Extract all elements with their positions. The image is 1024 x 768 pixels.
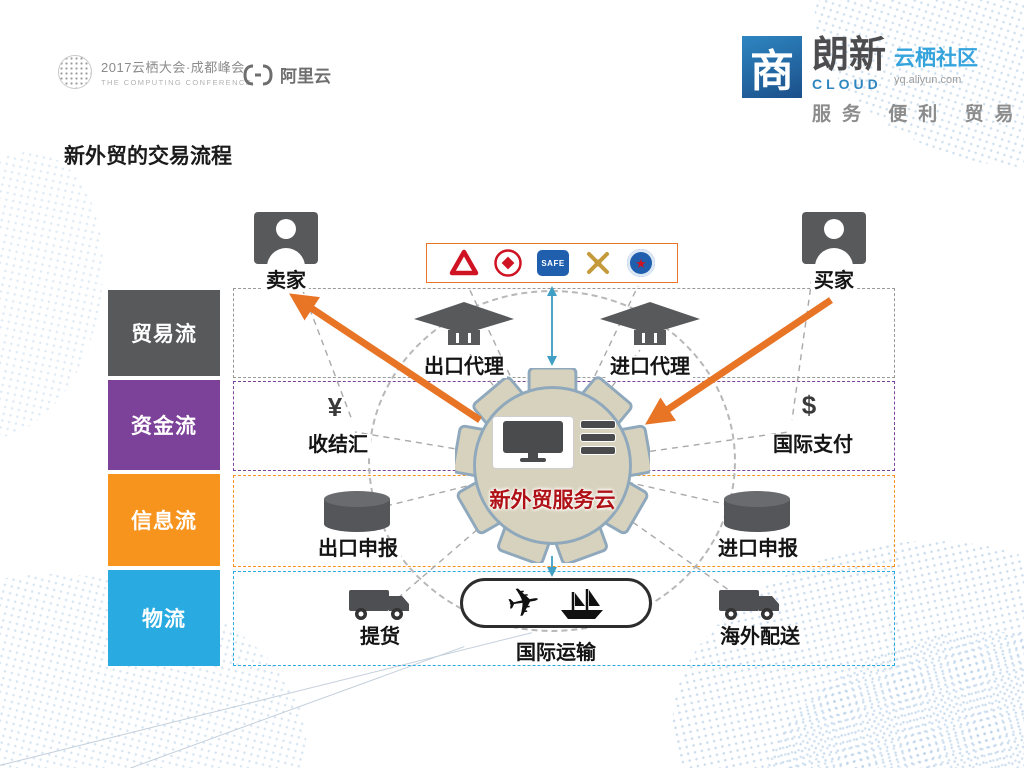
export-declaration-icon <box>324 491 390 532</box>
bank-icon <box>449 249 479 276</box>
page-title: 新外贸的交易流程 <box>64 145 232 168</box>
intl-payment-label: 国际支付 <box>758 428 868 457</box>
lane-label: 资金流 <box>131 415 197 438</box>
export-agent-label: 出口代理 <box>412 350 516 379</box>
aliyun-bracket-icon <box>243 64 273 85</box>
import-agent-icon <box>600 302 700 345</box>
aliyun-logo: 阿里云 <box>243 62 331 87</box>
longshine-logo-mark: 商 <box>742 36 802 98</box>
overseas-delivery-truck-icon <box>719 590 779 620</box>
aliyun-label: 阿里云 <box>280 67 331 86</box>
longshine-brand: 商 朗新 CLOUD 云栖社区 yq.aliyun.com 服务 便利 贸易 <box>742 34 1024 126</box>
safe-icon: SAFE <box>537 250 569 276</box>
monitor-icon <box>492 416 574 469</box>
safe-label: SAFE <box>541 258 565 268</box>
overseas-delivery-label: 海外配送 <box>704 620 816 649</box>
airplane-icon: ✈ <box>503 578 545 628</box>
import-agent-label: 进口代理 <box>598 350 702 379</box>
monitor-screen <box>503 421 563 453</box>
lane-information-flow: 信息流 <box>108 474 220 566</box>
logo-mark-char: 商 <box>750 47 794 96</box>
lane-label: 物流 <box>142 608 186 631</box>
lane-trade-flow: 贸易流 <box>108 290 220 376</box>
conference-globe-icon <box>58 55 92 89</box>
ship-icon <box>560 589 603 619</box>
intl-transport-box: ✈ <box>460 578 652 628</box>
community-url: yq.aliyun.com <box>894 74 962 86</box>
seller-person-icon <box>254 212 318 264</box>
lane-logistics: 物流 <box>108 570 220 666</box>
tax-icon <box>494 249 522 277</box>
list-icon <box>580 420 616 459</box>
brand-tagline: 服务 便利 贸易 <box>812 103 1024 125</box>
lane-capital-flow: 资金流 <box>108 380 220 470</box>
lane-label: 贸易流 <box>131 323 197 346</box>
pickup-truck-icon <box>349 590 409 620</box>
settlement-label: 收结汇 <box>288 428 388 457</box>
import-declaration-icon <box>724 491 790 532</box>
ciq-icon: ★ <box>627 249 655 277</box>
buyer-person-icon <box>802 212 866 264</box>
yuan-symbol: ¥ <box>327 392 343 422</box>
buyer-label: 买家 <box>798 264 870 293</box>
lane-label: 信息流 <box>131 510 197 533</box>
pickup-label: 提货 <box>350 620 410 649</box>
brand-name: 朗新 <box>812 34 886 75</box>
intl-transport-label: 国际运输 <box>500 636 612 665</box>
conference-subtitle: THE COMPUTING CONFERENCE <box>101 78 253 87</box>
conference-title: 2017云栖大会·成都峰会 <box>101 60 245 75</box>
export-declaration-label: 出口申报 <box>306 532 410 561</box>
customs-icon <box>587 252 609 274</box>
agency-logos-box: SAFE ★ <box>426 243 678 283</box>
export-agent-icon <box>414 302 514 345</box>
community-name: 云栖社区 <box>894 47 978 70</box>
import-declaration-label: 进口申报 <box>706 532 810 561</box>
service-cloud-label: 新外贸服务云 <box>489 489 616 512</box>
conference-logo: 2017云栖大会·成都峰会 THE COMPUTING CONFERENCE <box>58 55 252 89</box>
seller-label: 卖家 <box>250 264 322 293</box>
brand-sub: CLOUD <box>812 75 882 92</box>
dollar-symbol: $ <box>801 390 817 420</box>
